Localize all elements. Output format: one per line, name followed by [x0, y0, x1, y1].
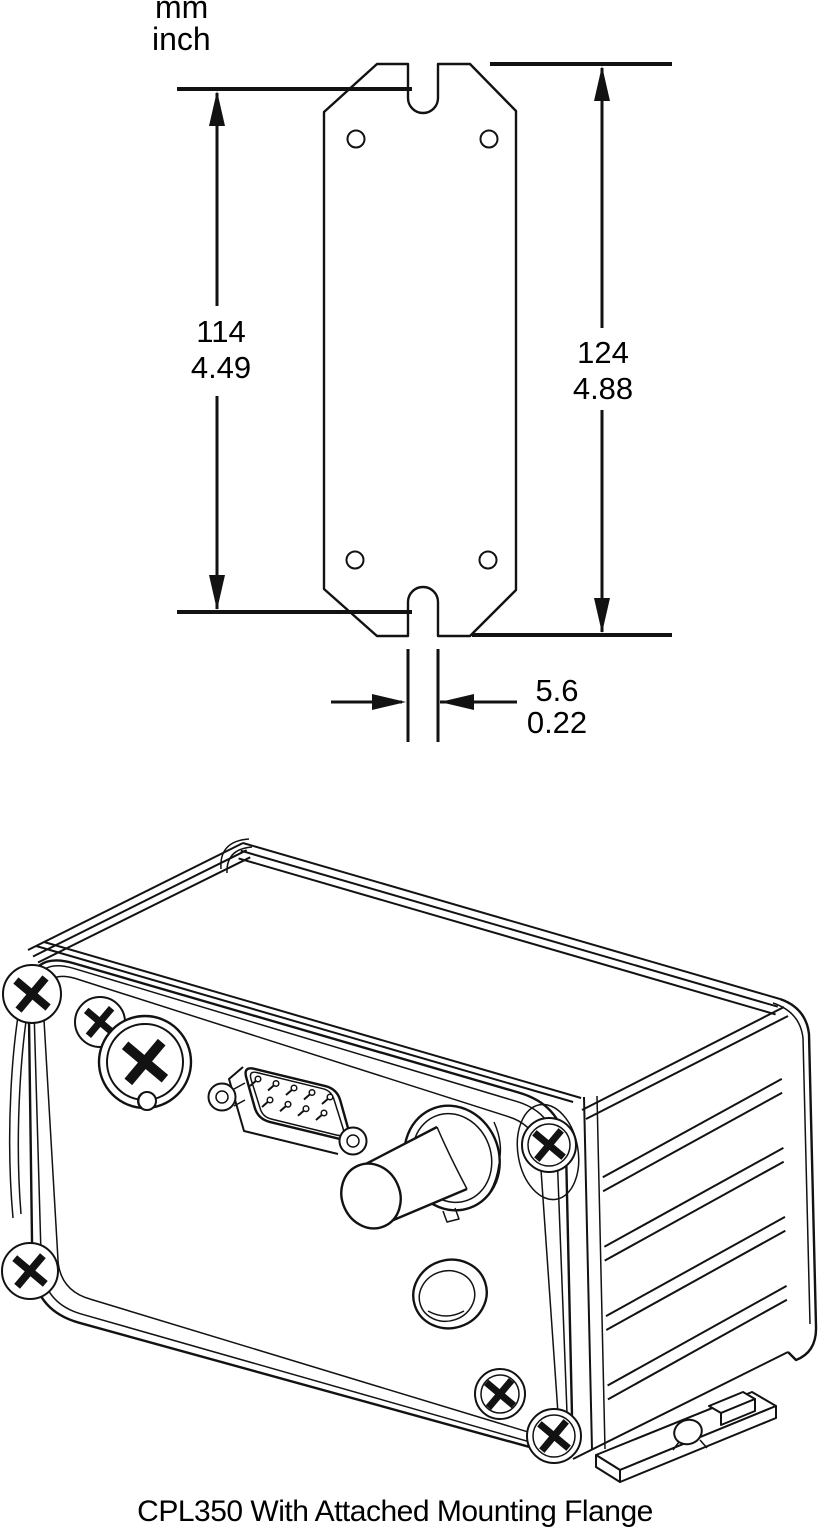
db9-standoff-right	[338, 1126, 368, 1156]
dim-height: 114 4.49	[191, 91, 251, 610]
dim-slot: 5.6 0.22	[331, 649, 587, 742]
screw-bottom-right-2	[526, 1408, 582, 1464]
case-top-face	[27, 838, 781, 1103]
circular-connector	[340, 1104, 502, 1230]
screw-bottom-right-1	[474, 1368, 526, 1420]
mounting-flange-tab	[595, 1391, 777, 1483]
mounting-hole-top-left	[346, 129, 366, 149]
db9-standoff-left	[207, 1082, 237, 1112]
figure-caption: CPL350 With Attached Mounting Flange	[137, 1495, 653, 1528]
mounting-hole-bottom-left	[345, 550, 365, 570]
cable-port	[412, 1258, 488, 1330]
dim-slot-inch-label: 0.22	[527, 705, 587, 740]
connector-barrel-end	[340, 1162, 402, 1230]
case-side-face	[572, 997, 818, 1460]
dim-slot-mm-label: 5.6	[535, 673, 578, 708]
dim-height-mm-label: 114	[196, 314, 245, 349]
units-label-mm: mm	[155, 0, 208, 25]
dim-overall-inch-label: 4.88	[573, 371, 633, 406]
dim-height-inch-label: 4.49	[191, 350, 251, 385]
mounting-hole-bottom-right	[478, 550, 498, 570]
units-label-inch: inch	[152, 21, 211, 57]
extrusion-fins	[602, 1078, 788, 1401]
mounting-hole-top-right	[479, 129, 499, 149]
screw-bottom-left	[1, 1242, 59, 1300]
dim-overall-mm-label: 124	[577, 335, 629, 370]
db9-connector	[207, 1066, 368, 1156]
dim-overall: 124 4.88	[573, 66, 633, 633]
flange-dimension-drawing: mm inch 114 4.49 124	[152, 0, 672, 742]
extension-lines	[177, 62, 672, 637]
flange-notch	[673, 1418, 703, 1446]
led-indicator	[137, 1091, 157, 1111]
bezel-corner-boss	[516, 1103, 580, 1201]
screw-mid-right	[521, 1117, 577, 1173]
screw-top-left	[2, 964, 62, 1024]
flange-plate-outline	[322, 62, 518, 638]
db9-pins	[249, 1075, 334, 1121]
device-illustration: CPL350 With Attached Mounting Flange	[1, 838, 818, 1528]
case-end-cap	[772, 997, 818, 1362]
